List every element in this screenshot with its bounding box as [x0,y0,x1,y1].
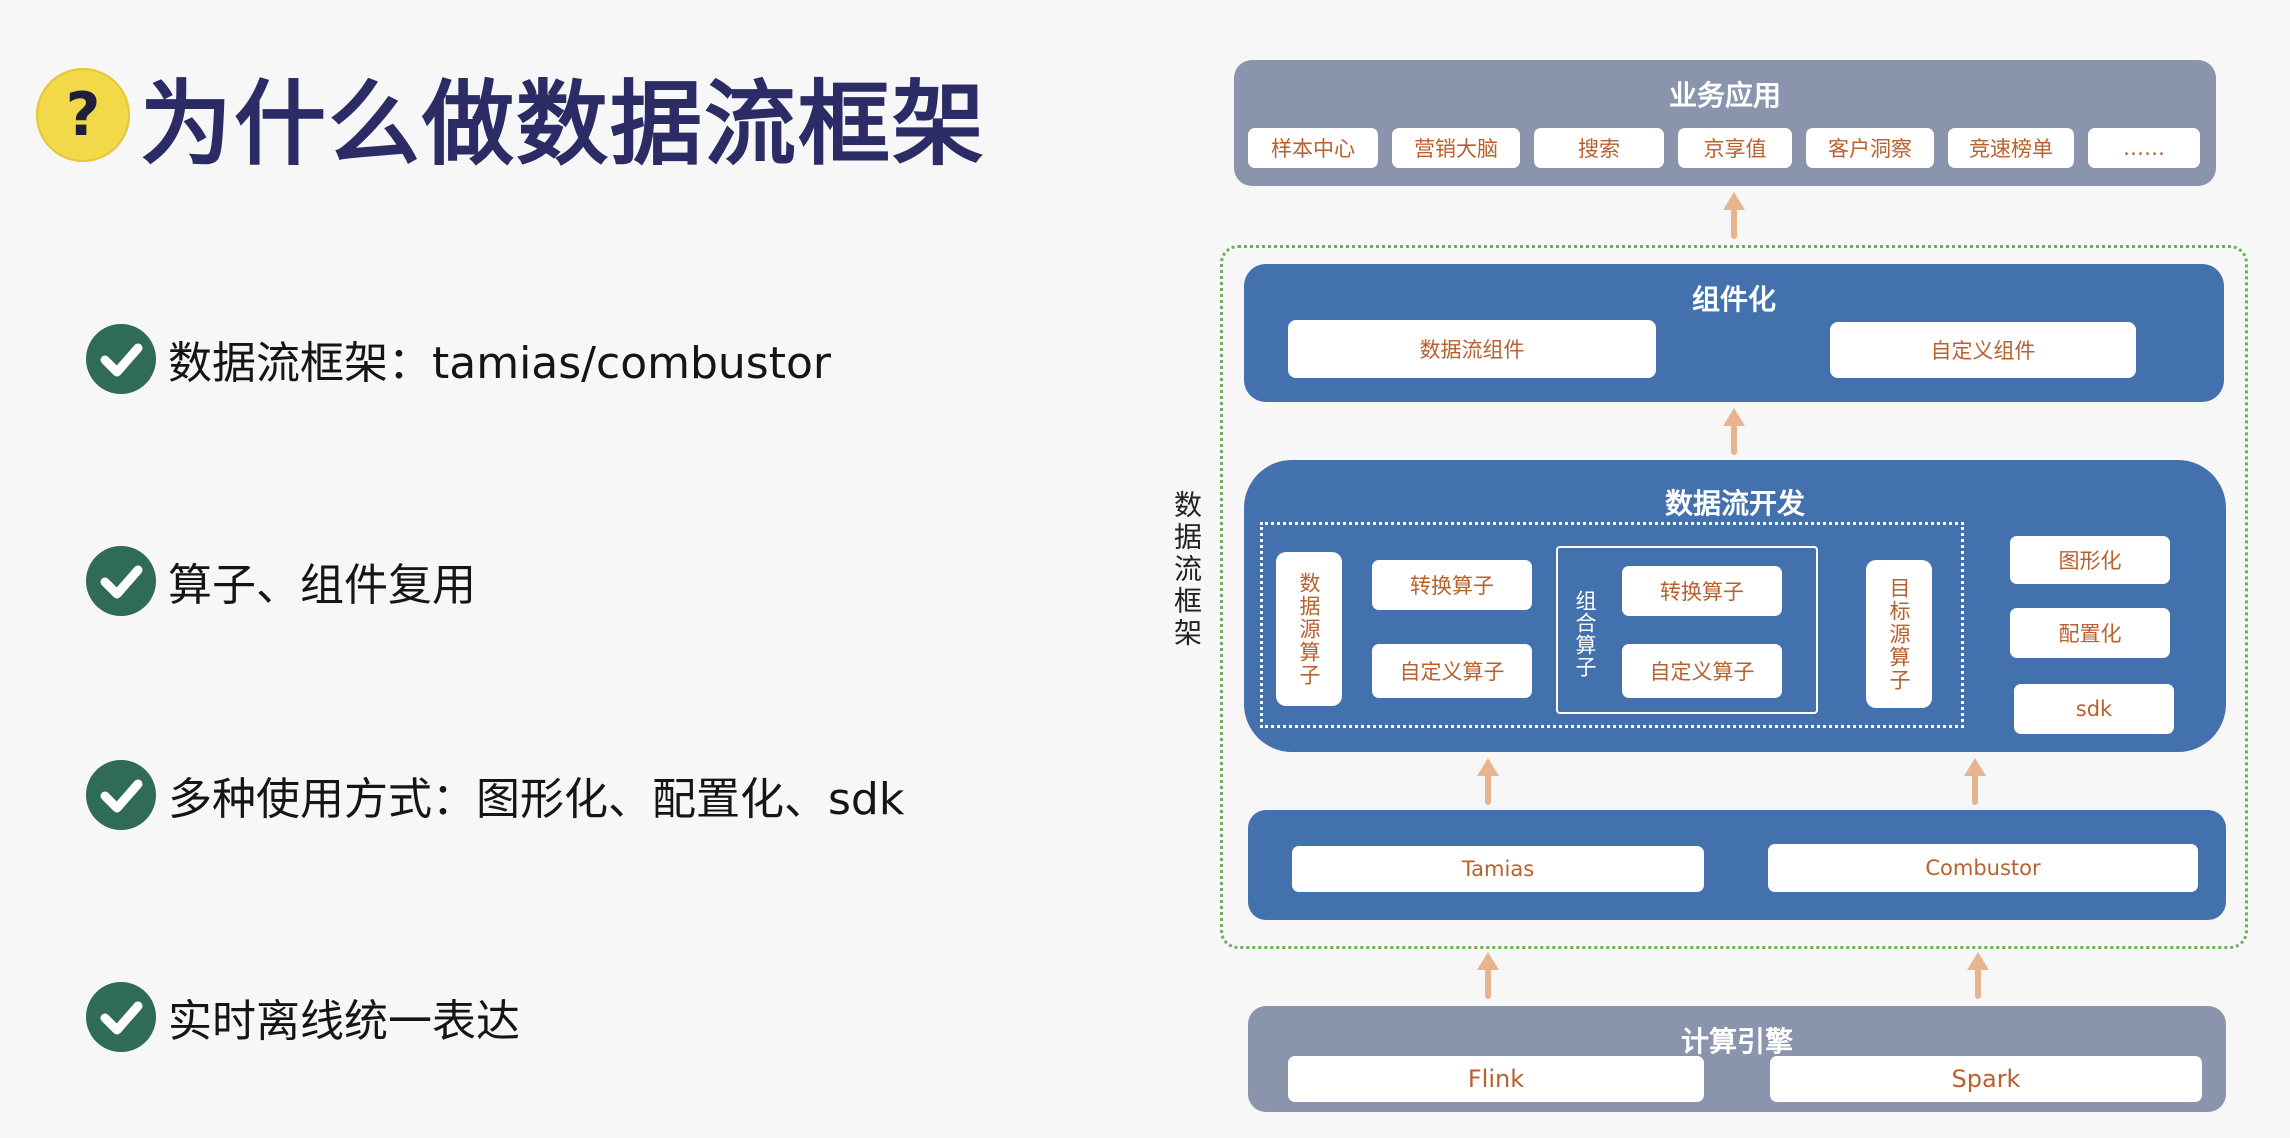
combined-custom-chip: 自定义算子 [1622,644,1782,698]
bullet-item: 数据流框架：tamias/combustor [86,324,831,394]
question-icon: ? [36,68,130,162]
check-icon [86,546,156,616]
target-operator-chip: 目标源算子 [1866,560,1932,708]
bullet-text: 多种使用方式：图形化、配置化、sdk [168,774,905,825]
arrow-icon [1723,408,1745,455]
source-operator-chip: 数据源算子 [1276,552,1342,706]
arrow-icon [1964,758,1986,805]
transform-operator-chip: 转换算子 [1372,560,1532,610]
operator-pipeline-boundary [1260,522,1964,728]
check-icon [86,982,156,1052]
mode-config-chip: 配置化 [2010,608,2170,658]
bullet-text: 实时离线统一表达 [168,996,520,1047]
business-item: 京享值 [1678,128,1792,168]
custom-operator-chip: 自定义算子 [1372,644,1532,698]
mode-graphical-chip: 图形化 [2010,536,2170,584]
combined-transform-chip: 转换算子 [1622,566,1782,616]
spark-chip: Spark [1770,1056,2202,1102]
business-item: 客户洞察 [1806,128,1934,168]
business-item: …… [2088,128,2200,168]
bullet-item: 算子、组件复用 [86,546,476,616]
framework-boundary [1220,245,2248,949]
dataflow-component-chip: 数据流组件 [1288,320,1656,378]
bullet-text: 算子、组件复用 [168,560,476,611]
flink-chip: Flink [1288,1056,1704,1102]
page-title: 为什么做数据流框架 [140,71,987,178]
check-icon [86,760,156,830]
framework-side-label: 数据流框架 [1170,490,1203,650]
mode-sdk-chip: sdk [2014,684,2174,734]
arrow-icon [1967,952,1989,999]
compute-engine-title: 计算引擎 [1680,1025,1793,1058]
business-item: 搜索 [1534,128,1664,168]
bullet-item: 实时离线统一表达 [86,982,520,1052]
dataflow-dev-title: 数据流开发 [1664,487,1805,520]
componentization-title: 组件化 [1691,283,1776,316]
bullet-item: 多种使用方式：图形化、配置化、sdk [86,760,904,830]
business-title: 业务应用 [1668,79,1781,112]
business-item: 竞速榜单 [1948,128,2074,168]
arrow-icon [1477,758,1499,805]
business-item: 营销大脑 [1392,128,1520,168]
bullet-text: 数据流框架：tamias/combustor [168,338,831,389]
business-item: 样本中心 [1248,128,1378,168]
arrow-icon [1723,192,1745,239]
combined-operator-group [1556,546,1818,714]
tamias-chip: Tamias [1292,846,1704,892]
combined-operator-label: 组合算子 [1573,590,1597,678]
arrow-icon [1477,952,1499,999]
check-icon [86,324,156,394]
custom-component-chip: 自定义组件 [1830,322,2136,378]
combustor-chip: Combustor [1768,844,2198,892]
